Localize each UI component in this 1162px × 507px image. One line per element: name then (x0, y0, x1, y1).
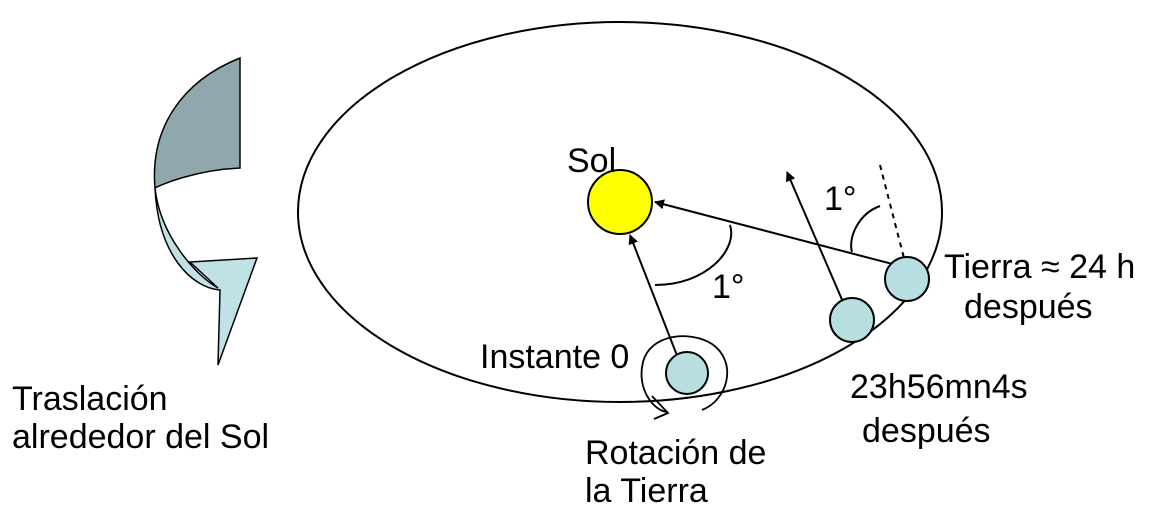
translation-label-line1: Traslación (12, 380, 168, 418)
angle-label-left: 1° (712, 268, 745, 306)
earth-sidereal-day (829, 297, 875, 343)
rotation-arrow (640, 335, 729, 413)
translation-label-line2: alrededor del Sol (12, 418, 269, 456)
sidereal-label-line2: después (862, 412, 991, 450)
dashed-reference-line (879, 164, 906, 263)
earth-24h-later (884, 256, 930, 302)
translation-arrow (153, 56, 259, 366)
arrow-24h-to-sun (654, 199, 901, 267)
sun-label: Sol (567, 142, 616, 180)
arrow-instant0-to-sun (628, 234, 679, 359)
translation-arrow-dark-part (153, 56, 241, 190)
rotation-label-line1: Rotación de (585, 434, 766, 472)
instant-zero-label: Instante 0 (480, 338, 629, 376)
orbit-ellipse (297, 21, 943, 403)
sidereal-label-line1: 23h56mn4s (850, 368, 1028, 406)
angle-label-right: 1° (824, 180, 857, 218)
rotation-arrowhead (651, 395, 670, 420)
earth-24h-label-line1: Tierra ≈ 24 h (944, 248, 1135, 286)
arrow-sidereal-direction (785, 171, 844, 303)
sun-circle (587, 169, 653, 235)
earth-instant-0 (665, 351, 709, 395)
angle-arc-right (850, 205, 881, 253)
angle-arc-left (654, 224, 733, 286)
translation-arrow-light-part (154, 187, 259, 366)
rotation-label-line2: la Tierra (585, 472, 708, 507)
earth-24h-label-line2: después (964, 288, 1093, 326)
